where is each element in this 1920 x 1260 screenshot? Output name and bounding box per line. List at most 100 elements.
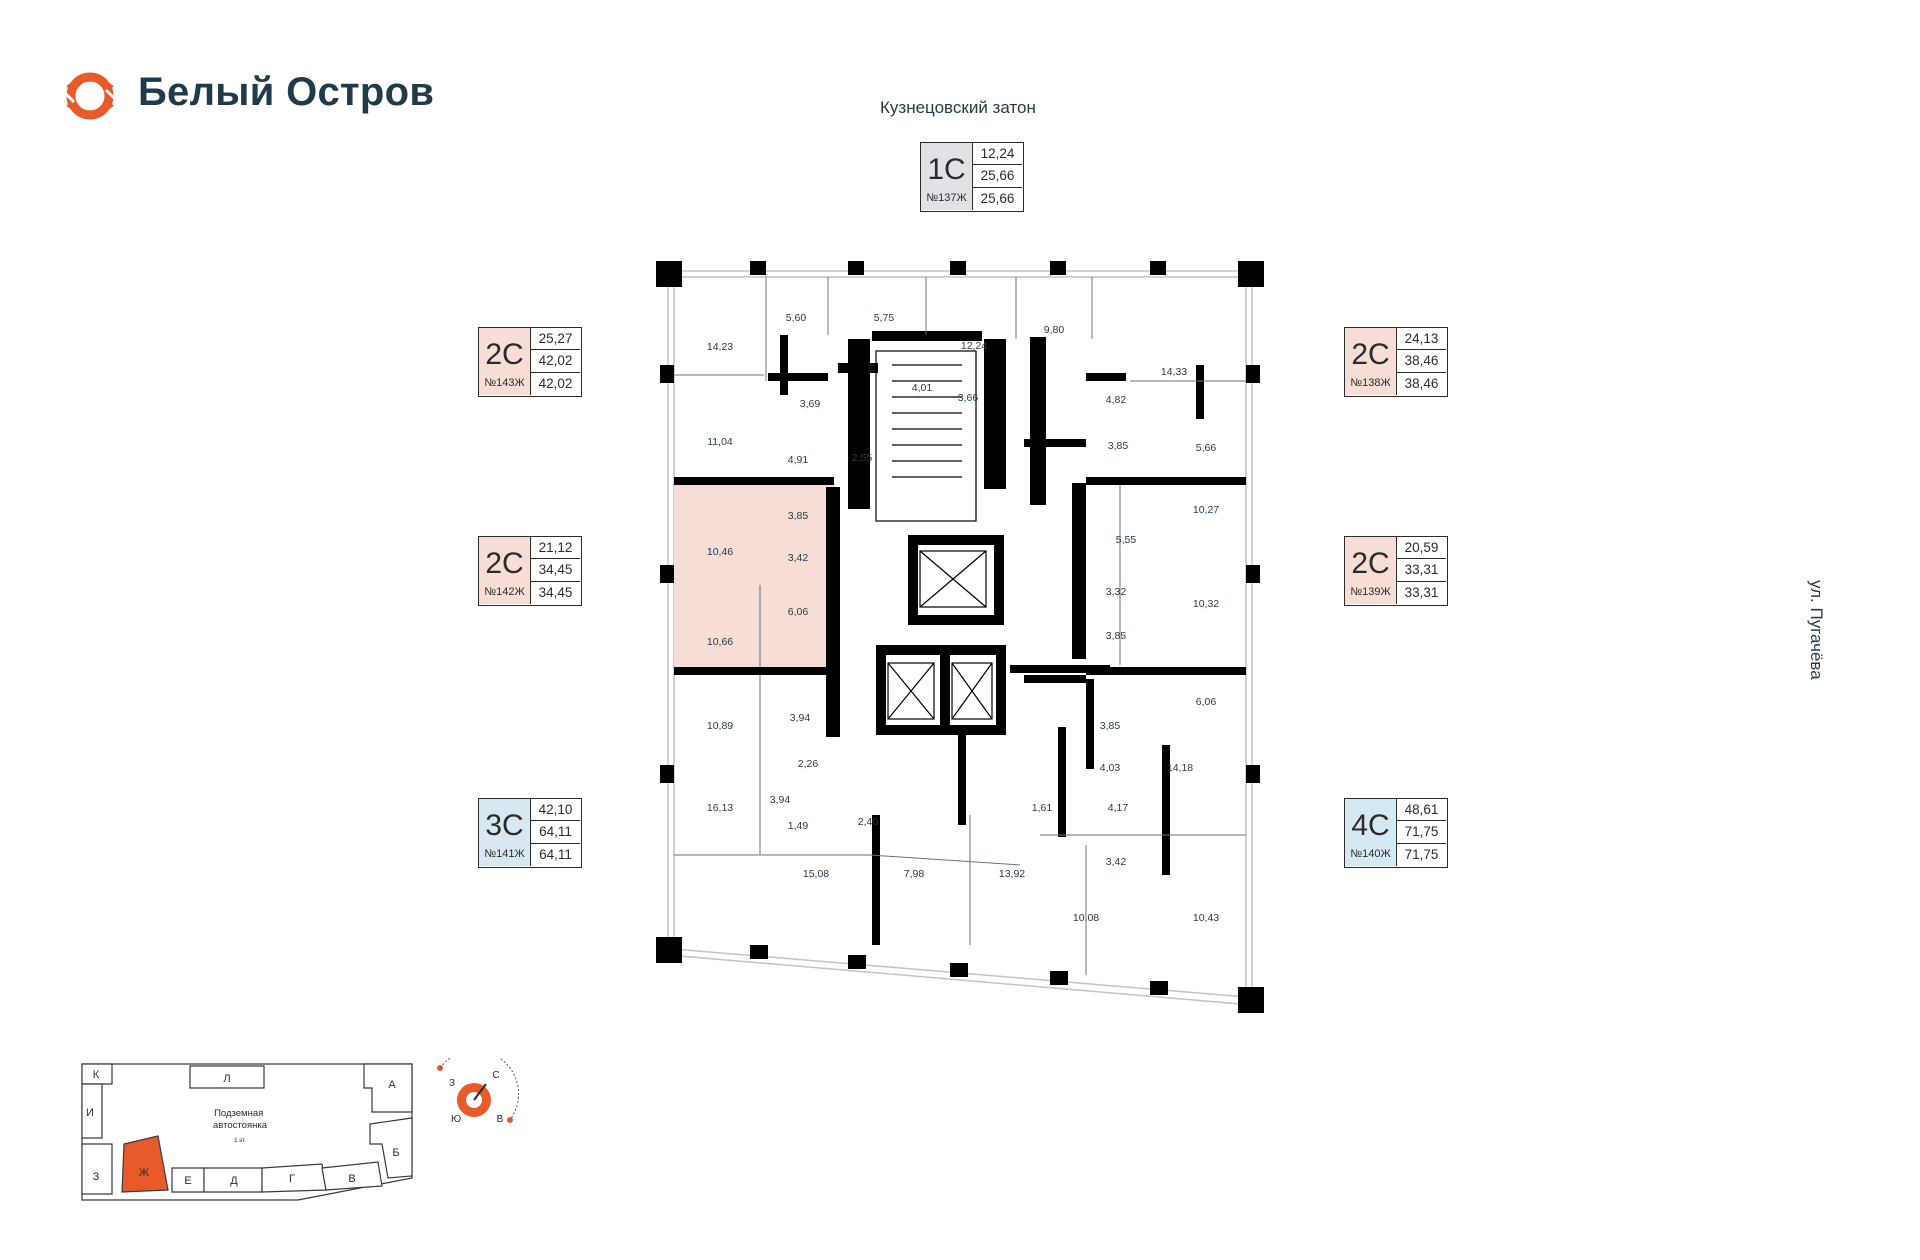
- apartment-card-137[interactable]: 1С №137Ж 12,24 25,66 25,66: [920, 142, 1024, 212]
- section-i: [81, 1083, 103, 1139]
- apartment-type: 2С: [485, 338, 524, 371]
- room-area: 5,55: [1116, 534, 1137, 546]
- compass-needle: [473, 1083, 487, 1101]
- top-column: [848, 261, 864, 275]
- section-label: Л: [223, 1073, 230, 1085]
- corner-column: [656, 261, 682, 287]
- total-area: 38,46: [1397, 350, 1446, 373]
- brand-name: Белый Остров: [138, 70, 435, 114]
- room-area: 3,85: [788, 510, 809, 522]
- living-area: 12,24: [973, 143, 1022, 166]
- apartment-card-140[interactable]: 4С №140Ж 48,61 71,75 71,75: [1344, 798, 1448, 868]
- core-wall: [908, 615, 1004, 625]
- room-area: 12,24: [961, 340, 987, 352]
- section-label: З: [93, 1171, 100, 1183]
- room-area: 4,82: [1106, 394, 1127, 406]
- core-wall: [876, 645, 1006, 655]
- total-area: 71,75: [1397, 821, 1446, 844]
- core-wall: [876, 725, 1006, 735]
- core-wall: [826, 487, 840, 737]
- section-v: [321, 1161, 383, 1191]
- apartment-areas: 21,12 34,45 34,45: [531, 537, 580, 604]
- total-area: 33,31: [1397, 559, 1446, 582]
- apartment-card-141[interactable]: 3С №141Ж 42,10 64,11 64,11: [478, 798, 582, 868]
- right-column: [1246, 765, 1260, 783]
- room-area: 10,89: [707, 720, 733, 732]
- room-area: 3,85: [1108, 440, 1129, 452]
- apartment-card-143[interactable]: 2С №143Ж 25,27 42,02 42,02: [478, 327, 582, 397]
- partition-wall: [1086, 667, 1246, 675]
- room-area: 3,85: [1106, 630, 1127, 642]
- bottom-column: [1050, 971, 1068, 985]
- corner-column: [1238, 987, 1264, 1013]
- section-k: [81, 1063, 113, 1085]
- core-wall: [984, 339, 1006, 489]
- apartment-card-139[interactable]: 2С №139Ж 20,59 33,31 33,31: [1344, 536, 1448, 606]
- right-column: [1246, 565, 1260, 583]
- room-area: 9,80: [1044, 324, 1065, 336]
- room-area: 5,60: [786, 312, 807, 324]
- apartment-areas: 25,27 42,02 42,02: [531, 328, 580, 395]
- partition: [869, 854, 1021, 866]
- section-z: [81, 1143, 113, 1195]
- site-map: К Л А И Б З Ж Е Д Г В Подземная автостоя…: [81, 1063, 413, 1201]
- room-area: 7,98: [904, 868, 925, 880]
- apartment-number: №140Ж: [1350, 848, 1391, 860]
- apartment-number: №139Ж: [1350, 586, 1391, 598]
- room-area: 16,13: [707, 802, 733, 814]
- core-wall: [994, 545, 1004, 615]
- apartment-areas: 20,59 33,31 33,31: [1397, 537, 1446, 604]
- apartment-card-142[interactable]: 2С №142Ж 21,12 34,45 34,45: [478, 536, 582, 606]
- elevator-cross: [951, 662, 993, 720]
- core-wall: [908, 545, 918, 615]
- walls: [656, 261, 1264, 1013]
- apartment-card-138[interactable]: 2С №138Ж 24,13 38,46 38,46: [1344, 327, 1448, 397]
- section-label: А: [388, 1079, 396, 1091]
- room-area: 3,85: [1100, 720, 1121, 732]
- partition-wall: [674, 667, 834, 675]
- section-l: [189, 1065, 265, 1089]
- apartment-type-box: 2С №142Ж: [479, 537, 531, 604]
- street-label-right: ул. Пугачёва: [1807, 580, 1826, 680]
- section-label: И: [86, 1107, 94, 1119]
- compass-south: Ю: [451, 1114, 461, 1125]
- total-area-with-balcony: 42,02: [538, 375, 573, 391]
- room-area: 11,04: [707, 436, 733, 448]
- partition-wall: [1086, 373, 1126, 381]
- core-wall: [996, 655, 1006, 725]
- core-wall: [838, 363, 878, 373]
- core-wall: [1030, 337, 1046, 505]
- room-area: 10,66: [707, 636, 733, 648]
- room-area: 14,18: [1167, 762, 1193, 774]
- top-column: [1150, 261, 1166, 275]
- living-area: 48,61: [1397, 799, 1446, 822]
- room-area: 10,08: [1073, 912, 1099, 924]
- top-column: [750, 261, 766, 275]
- room-area: 3,42: [1106, 856, 1127, 868]
- total-area: 42,02: [531, 350, 580, 373]
- compass-west: З: [449, 1078, 455, 1089]
- bottom-column: [848, 955, 866, 969]
- apartment-areas: 48,61 71,75 71,75: [1397, 799, 1446, 866]
- core-wall: [872, 331, 982, 341]
- section-label: Д: [230, 1175, 238, 1187]
- elevator-cross: [887, 662, 935, 720]
- corner-column: [1238, 261, 1264, 287]
- room-area: 10,27: [1193, 504, 1219, 516]
- elevator-shaft: [919, 550, 987, 608]
- core-wall: [876, 655, 886, 725]
- corner-column: [656, 937, 682, 963]
- room-area: 5,75: [874, 312, 895, 324]
- room-area: 1,49: [788, 820, 809, 832]
- compass-east: В: [497, 1114, 504, 1125]
- section-b: [369, 1117, 413, 1179]
- total-area-with-balcony: 64,11: [539, 846, 572, 862]
- apartment-type: 4С: [1351, 809, 1390, 842]
- room-area: 5,66: [1196, 442, 1217, 454]
- room-area: 3,69: [800, 398, 821, 410]
- floor-plan: 14,23 5,60 5,75 12,24 9,80 14,33 3,69 4,…: [656, 261, 1264, 1013]
- apartment-type-box: 2С №143Ж: [479, 328, 531, 395]
- street-label-top: Кузнецовский затон: [880, 98, 1036, 117]
- partition-wall: [768, 373, 828, 381]
- apartment-number: №142Ж: [484, 586, 525, 598]
